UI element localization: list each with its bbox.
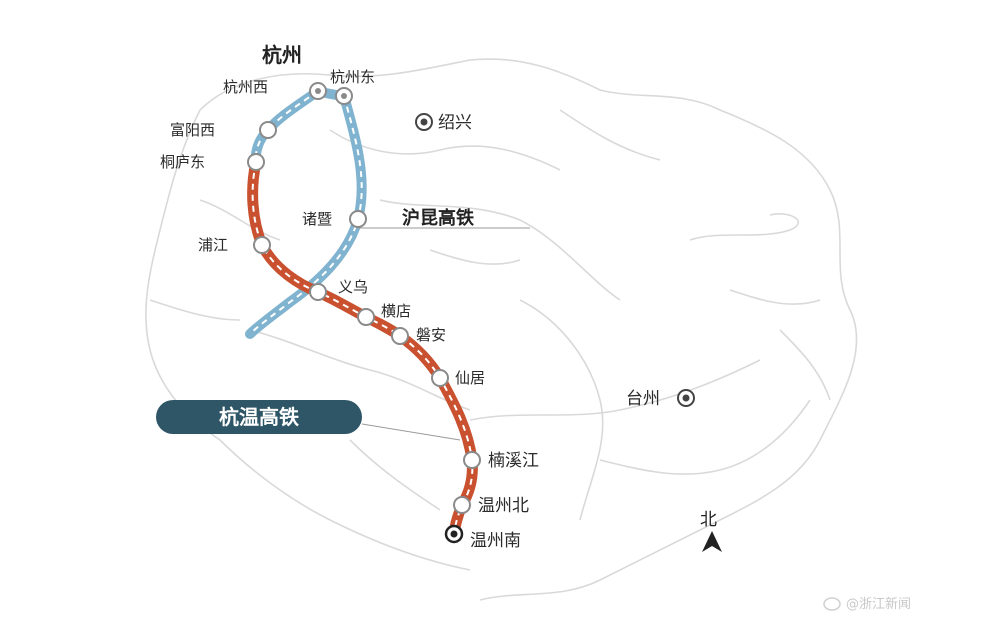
north-arrow-icon — [702, 531, 722, 552]
label-hukun-line: 沪昆高铁 — [402, 207, 474, 229]
label-hangwen-line: 杭温高铁 — [219, 405, 299, 429]
station-markers — [247, 82, 481, 514]
label-tonglu-east: 桐庐东 — [160, 153, 205, 171]
north-arrow: 北 — [700, 510, 722, 552]
label-nanxijiang: 楠溪江 — [488, 451, 539, 471]
label-fuyang-west: 富阳西 — [170, 121, 215, 139]
watermark-text: @浙江新闻 — [846, 596, 911, 612]
station-tonglu-east-marker — [247, 153, 265, 171]
station-wenzhou-north-marker — [453, 496, 471, 514]
hukun-line — [245, 91, 367, 339]
label-hangzhou-east: 杭州东 — [330, 68, 375, 86]
label-hangzhou-west: 杭州西 — [223, 78, 268, 96]
label-shaoxing: 绍兴 — [438, 113, 472, 133]
label-panan: 磐安 — [416, 326, 446, 344]
station-hengdian-marker — [357, 308, 375, 326]
north-label: 北 — [700, 510, 717, 530]
label-zhuji: 诸暨 — [302, 210, 332, 228]
station-panan-marker — [391, 327, 409, 345]
station-hangzhou-west-dot — [315, 88, 321, 94]
boundary-lines — [145, 58, 858, 601]
station-xianju-marker — [431, 369, 449, 387]
label-wenzhou-north: 温州北 — [478, 496, 529, 516]
hangwen-leader-line — [361, 423, 461, 441]
station-pujiang-marker — [253, 236, 271, 254]
station-hangzhou-east-dot — [341, 93, 347, 99]
city-marker-shaoxing — [415, 113, 433, 131]
station-wenzhou-south-dot — [450, 530, 458, 538]
city-marker-taizhou — [677, 389, 695, 407]
label-yiwu: 义乌 — [338, 278, 368, 296]
label-hengdian: 横店 — [381, 302, 411, 320]
station-yiwu-marker — [309, 283, 327, 301]
map-title: 杭州 — [262, 43, 302, 67]
station-nanxijiang-marker — [463, 451, 481, 469]
watermark: @浙江新闻 — [823, 596, 911, 612]
label-taizhou: 台州 — [626, 389, 660, 409]
station-fuyang-west-marker — [259, 121, 277, 139]
label-xianju: 仙居 — [455, 369, 485, 387]
label-pujiang: 浦江 — [198, 236, 228, 254]
station-zhuji-marker — [349, 210, 367, 228]
hangwen-badge: 杭温高铁 — [156, 400, 362, 434]
label-wenzhou-south: 温州南 — [470, 531, 521, 551]
